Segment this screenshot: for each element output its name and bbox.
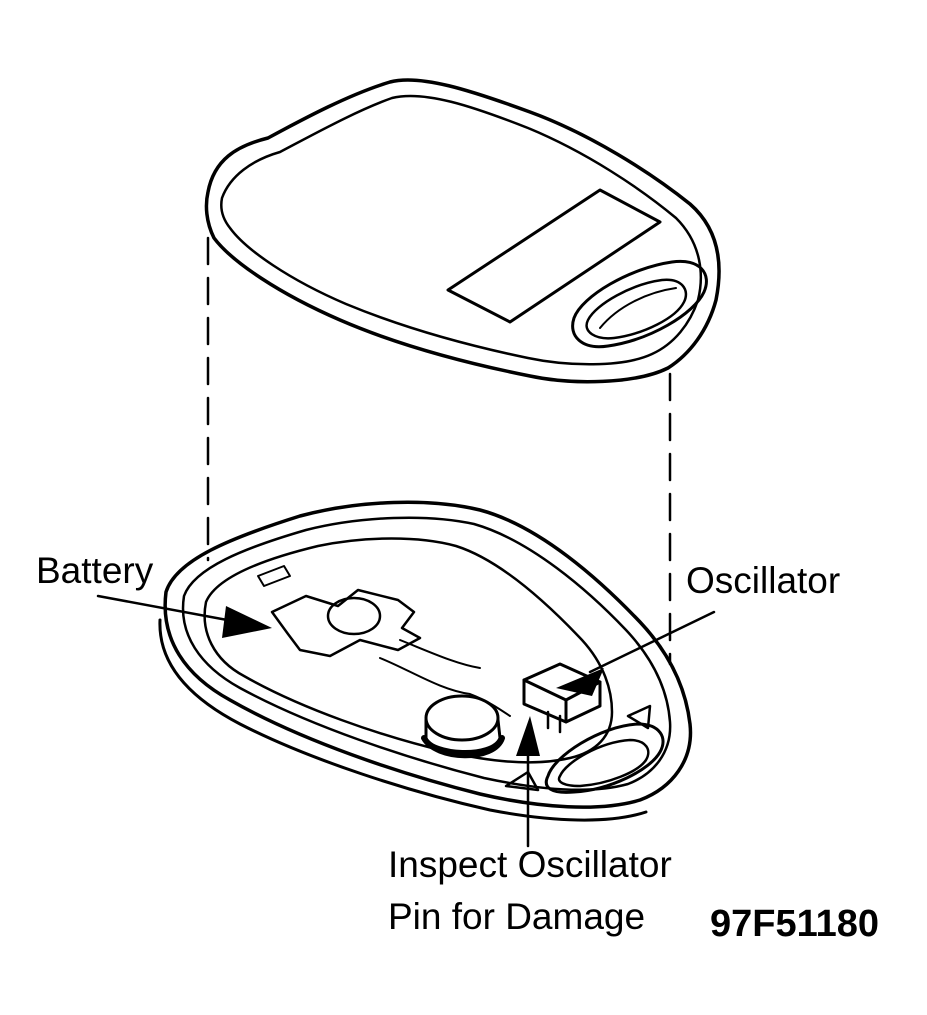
base-arrow-left bbox=[504, 770, 540, 792]
oscillator-component bbox=[522, 662, 602, 734]
top-cover-rim bbox=[220, 94, 703, 366]
clip-slot bbox=[257, 565, 291, 587]
circuit-trace-2 bbox=[399, 639, 481, 669]
bottom-housing bbox=[158, 500, 693, 822]
key-ring-slot-edge bbox=[599, 287, 677, 329]
circuit-trace bbox=[379, 657, 511, 717]
oscillator-side bbox=[522, 678, 602, 724]
inspect-label-line1: Inspect Oscillator bbox=[388, 844, 672, 885]
battery-leader bbox=[96, 594, 240, 624]
top-cover-outline bbox=[204, 78, 721, 384]
base-arrow-right bbox=[626, 704, 652, 730]
battery-bay bbox=[203, 537, 614, 764]
push-button bbox=[421, 694, 505, 759]
inspect-label-line2: Pin for Damage bbox=[388, 896, 646, 937]
callouts bbox=[96, 594, 716, 848]
oscillator-arrowhead bbox=[556, 668, 604, 696]
key-ring-slot-outer bbox=[571, 259, 708, 349]
battery-cell bbox=[326, 596, 382, 636]
oscillator-label: Oscillator bbox=[686, 560, 841, 601]
housing-base-edge bbox=[158, 618, 648, 822]
push-button-base bbox=[421, 735, 505, 759]
label-window bbox=[446, 188, 662, 324]
housing-slot-outer bbox=[544, 722, 665, 794]
housing-rim bbox=[181, 516, 672, 791]
battery-arrowhead bbox=[222, 606, 272, 638]
oscillator-leader bbox=[588, 610, 716, 674]
housing-outline bbox=[163, 500, 693, 809]
key-ring-slot-inner bbox=[585, 278, 688, 340]
push-button-top bbox=[424, 694, 500, 742]
housing-slot-inner bbox=[557, 738, 650, 788]
battery-label: Battery bbox=[36, 550, 154, 591]
figure-code: 97F51180 bbox=[710, 903, 880, 945]
inspect-arrowhead bbox=[516, 716, 540, 756]
alignment-lines bbox=[206, 236, 672, 666]
battery-clip bbox=[270, 588, 422, 658]
top-cover bbox=[204, 78, 721, 384]
